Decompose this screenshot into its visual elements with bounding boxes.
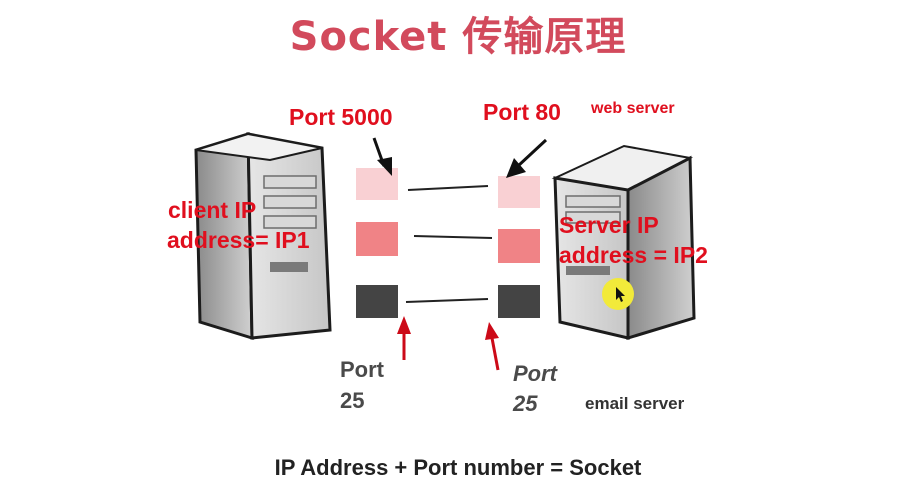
port-box-right-25 bbox=[498, 285, 540, 318]
mouse-cursor-icon bbox=[602, 278, 634, 310]
socket-formula: IP Address + Port number = Socket bbox=[274, 455, 642, 480]
label-server-ip-line2: address = IP2 bbox=[559, 242, 708, 268]
port-box-right-mid bbox=[498, 229, 540, 263]
port-box-left-25 bbox=[356, 285, 398, 318]
arrow-icon bbox=[485, 322, 500, 371]
label-server-ip-line1: Server IP bbox=[559, 212, 659, 238]
label-port-80: Port 80 bbox=[483, 99, 561, 125]
arrow-icon bbox=[506, 138, 548, 178]
connection-line-bottom bbox=[405, 298, 489, 303]
port-box-right-80 bbox=[498, 176, 540, 208]
label-web-server: web server bbox=[591, 100, 675, 117]
arrow-icon bbox=[372, 137, 392, 176]
label-client-ip-line2: address= IP1 bbox=[167, 227, 310, 253]
page-title: Socket 传输原理 bbox=[289, 14, 627, 60]
label-port-25-left-line2: 25 bbox=[340, 388, 365, 413]
connection-line-top bbox=[407, 185, 489, 191]
label-port-25-right-line2: 25 bbox=[513, 391, 538, 416]
connection-line-mid bbox=[413, 235, 493, 239]
port-box-left-mid bbox=[356, 222, 398, 256]
label-port-25-right-line1: Port bbox=[513, 361, 557, 386]
label-client-ip-line1: client IP bbox=[168, 197, 257, 223]
label-email-server: email server bbox=[585, 394, 685, 413]
label-port-25-left-line1: Port bbox=[340, 357, 384, 382]
client-server-icon bbox=[194, 131, 332, 341]
arrow-icon bbox=[397, 316, 411, 360]
label-port-5000: Port 5000 bbox=[289, 104, 393, 130]
